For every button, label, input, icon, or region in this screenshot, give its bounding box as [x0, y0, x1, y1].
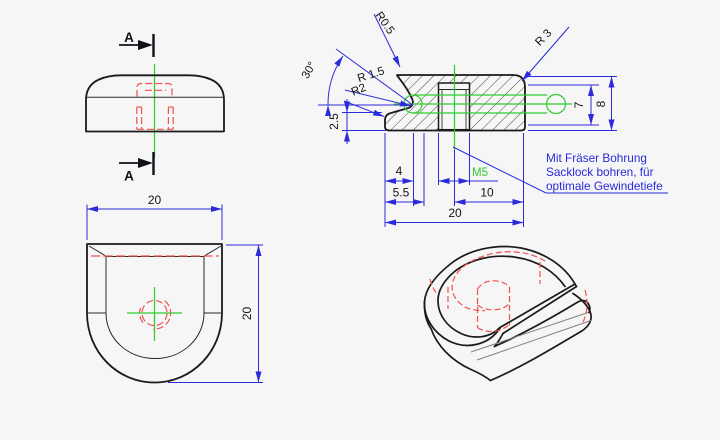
- top-depth-dimension: [168, 244, 263, 383]
- slot-right-end: [545, 93, 567, 115]
- section-label-bottom: A: [124, 169, 134, 184]
- note-text: Mit Fräser Bohrung Sacklock bohren, für …: [546, 151, 663, 193]
- iso-left-wall: [423, 300, 492, 382]
- iso-chord-upper: [499, 283, 576, 329]
- iso-hidden-lines: [429, 251, 588, 333]
- radius-r05-label: R0.5: [373, 10, 397, 37]
- angle-dimension: [318, 48, 414, 117]
- section-mark-top: A: [119, 30, 155, 57]
- dim-2-5-label: 2.5: [327, 113, 341, 130]
- dim-4-label: 4: [396, 164, 403, 178]
- radius-r2-label: R2: [350, 82, 368, 99]
- iso-groove-lines: [470, 312, 592, 361]
- section-label-top: A: [124, 30, 134, 45]
- angle-30-label: 30°: [300, 60, 319, 81]
- thread-m5-label: M5: [472, 167, 488, 179]
- radius-r3-label: R 3: [533, 27, 554, 48]
- iso-flange-bottom: [489, 292, 592, 382]
- isometric-view: [423, 245, 592, 382]
- hidden-thread-lines: [136, 82, 174, 130]
- ledge-dimension: [342, 99, 386, 144]
- radius-leaders: [343, 13, 570, 117]
- hole-center-cross: [127, 287, 182, 341]
- top-width-dimension: [86, 204, 223, 240]
- dim-depth-label: 20: [240, 307, 254, 321]
- top-body-outline: [86, 243, 223, 384]
- note-line-2: Sacklock bohren, für: [546, 165, 654, 179]
- dim-20-label: 20: [448, 206, 462, 220]
- top-view: 20 20: [86, 193, 263, 384]
- section-arrow-icon: [138, 158, 153, 168]
- dim-5-5-label: 5.5: [393, 186, 410, 200]
- section-mark-bottom: A: [119, 152, 155, 184]
- milled-slot-centerlines: [394, 65, 572, 150]
- right-dimensions: [528, 76, 617, 131]
- bottom-dimensions: [385, 178, 524, 226]
- section-view: 4 M5 5.5 10 20 7 8 2.5 30: [300, 10, 668, 227]
- note-leader-line: [452, 146, 668, 194]
- section-arrow-icon: [138, 40, 153, 50]
- note-line-1: Mit Fräser Bohrung: [546, 151, 647, 165]
- note-line-3: optimale Gewindetiefe: [546, 179, 663, 193]
- iso-chord-tip: [574, 283, 578, 288]
- iso-chord-lower: [502, 285, 578, 335]
- dim-width-label: 20: [148, 193, 162, 207]
- iso-inner-rim: [437, 255, 566, 338]
- iso-outer-rim: [423, 245, 576, 347]
- dim-10-label: 10: [480, 186, 494, 200]
- dim-7-label: 7: [572, 101, 586, 108]
- front-view: A A: [85, 30, 225, 184]
- dim-8-label: 8: [594, 100, 608, 107]
- front-body-outline: [85, 74, 225, 133]
- iso-flange-top: [493, 299, 591, 348]
